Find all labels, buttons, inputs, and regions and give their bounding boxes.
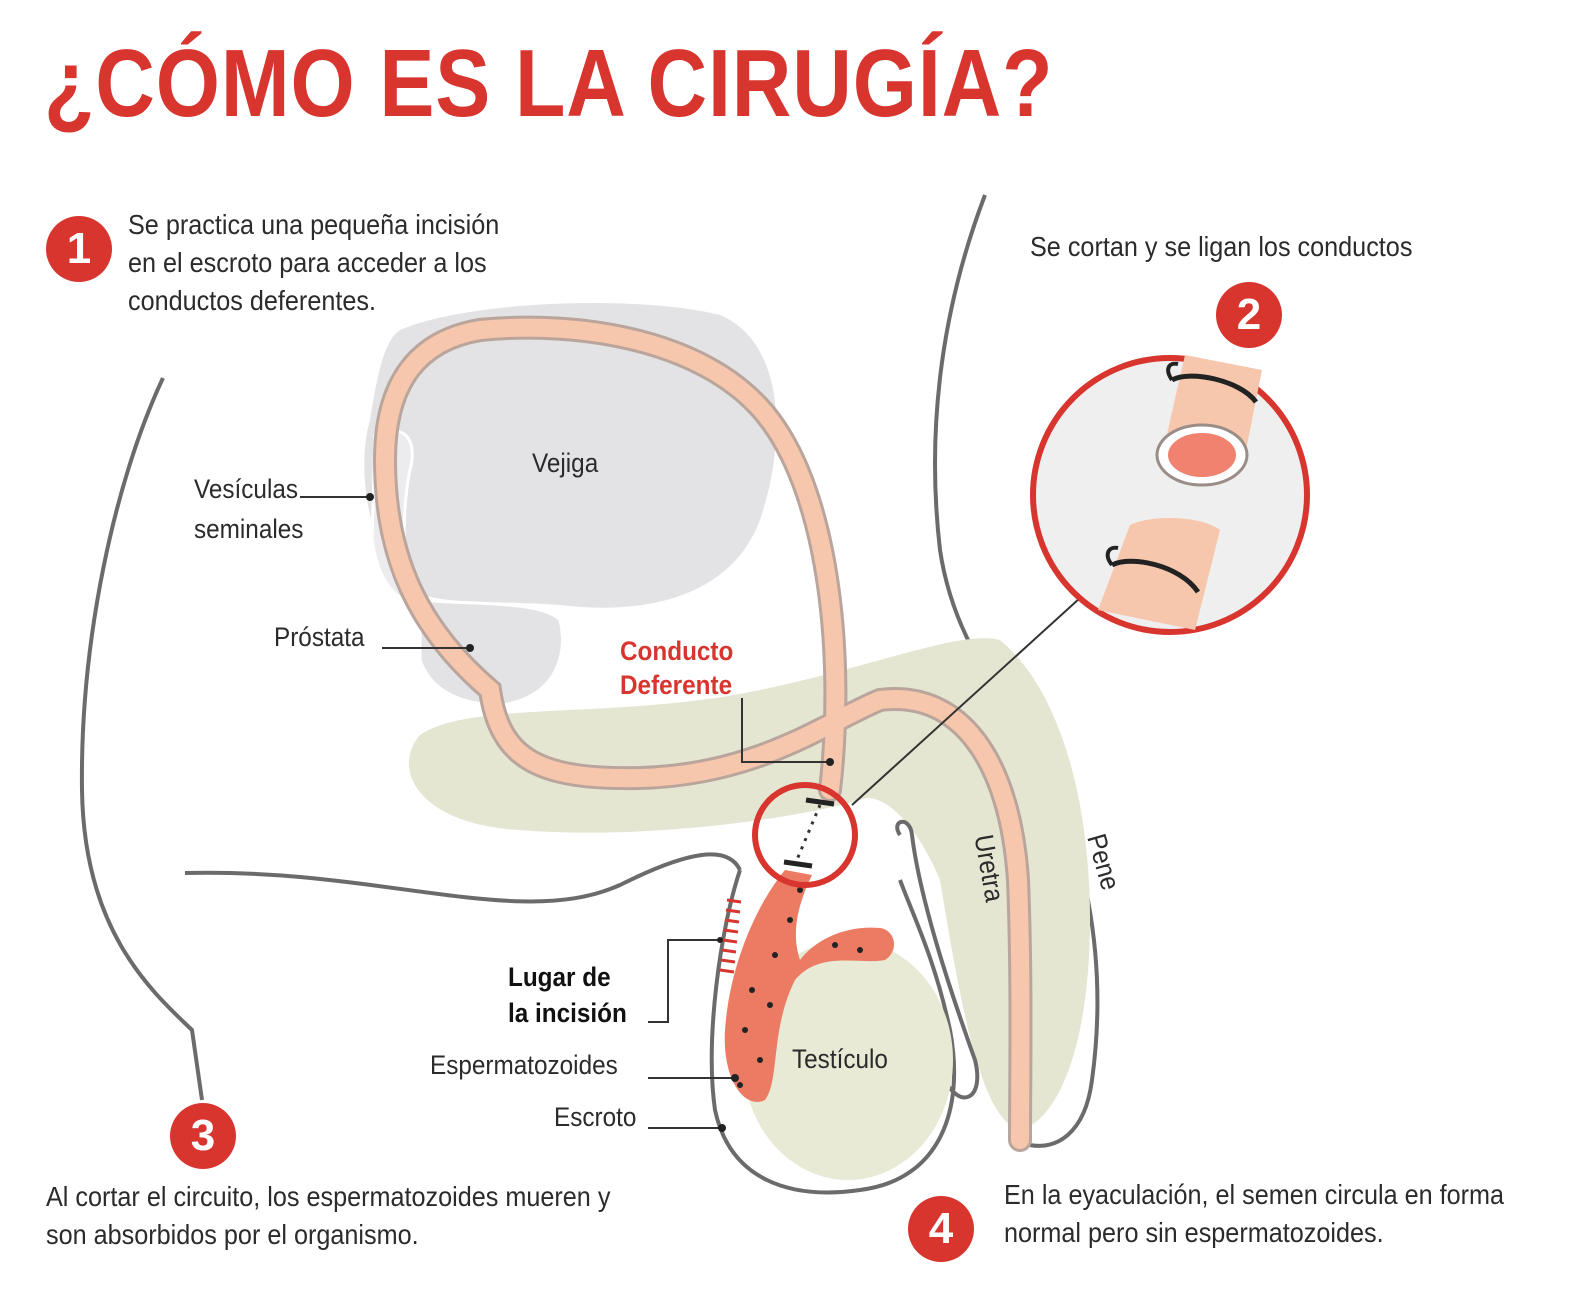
incision-marks <box>719 898 742 974</box>
pelvic-tissue <box>408 638 1090 1130</box>
scrotum-outline <box>709 869 957 1195</box>
label-la-incision: la incisión <box>508 998 627 1028</box>
testicle-shape <box>743 940 953 1180</box>
step-1-badge: 1 <box>46 216 112 282</box>
magnified-duct-top <box>1155 355 1262 487</box>
back-body-outline <box>79 377 204 1101</box>
cut-highlight-circle <box>752 782 858 888</box>
label-deferente: Deferente <box>620 670 733 700</box>
step-1-text: Se practica una pequeña incisión en el e… <box>128 209 500 316</box>
leader-dots <box>366 493 834 1132</box>
label-lugar-de: Lugar de <box>508 962 611 992</box>
magnified-duct-bottom <box>1098 518 1220 630</box>
page-title: ¿CÓMO ES LA CIRUGÍA? <box>44 30 1054 137</box>
step-2-badge: 2 <box>1216 282 1282 348</box>
step-4-text: En la eyaculación, el semen circula en f… <box>1004 1179 1505 1248</box>
bladder-shape <box>364 303 777 608</box>
label-vejiga: Vejiga <box>532 448 599 478</box>
label-escroto: Escroto <box>554 1102 637 1132</box>
label-seminales: seminales <box>194 514 304 544</box>
step-2-text: Se cortan y se ligan los conductos <box>1030 231 1413 262</box>
label-conducto: Conducto <box>620 636 734 666</box>
perineum-outline <box>184 852 742 904</box>
ligature-bottom <box>783 859 813 869</box>
vas-deferens-fill <box>375 318 1030 1149</box>
label-testiculo: Testículo <box>792 1044 888 1074</box>
ligature-top <box>805 797 835 807</box>
callout-line <box>851 597 1081 806</box>
sperm-cells <box>737 887 863 1088</box>
step-4-badge: 4 <box>908 1196 974 1262</box>
label-espermatozoides: Espermatozoides <box>430 1050 618 1080</box>
step-3-text: Al cortar el circuito, los espermatozoid… <box>46 1181 611 1250</box>
label-vesiculas: Vesículas <box>194 474 299 504</box>
prostate-shape <box>418 598 564 707</box>
cut-dotted-line <box>794 804 822 863</box>
penis-inner-outline <box>895 819 980 1100</box>
step-3-badge: 3 <box>170 1103 236 1169</box>
label-prostata: Próstata <box>274 622 365 652</box>
epididymis-shape <box>724 870 895 1102</box>
leader-lines <box>300 496 830 1129</box>
